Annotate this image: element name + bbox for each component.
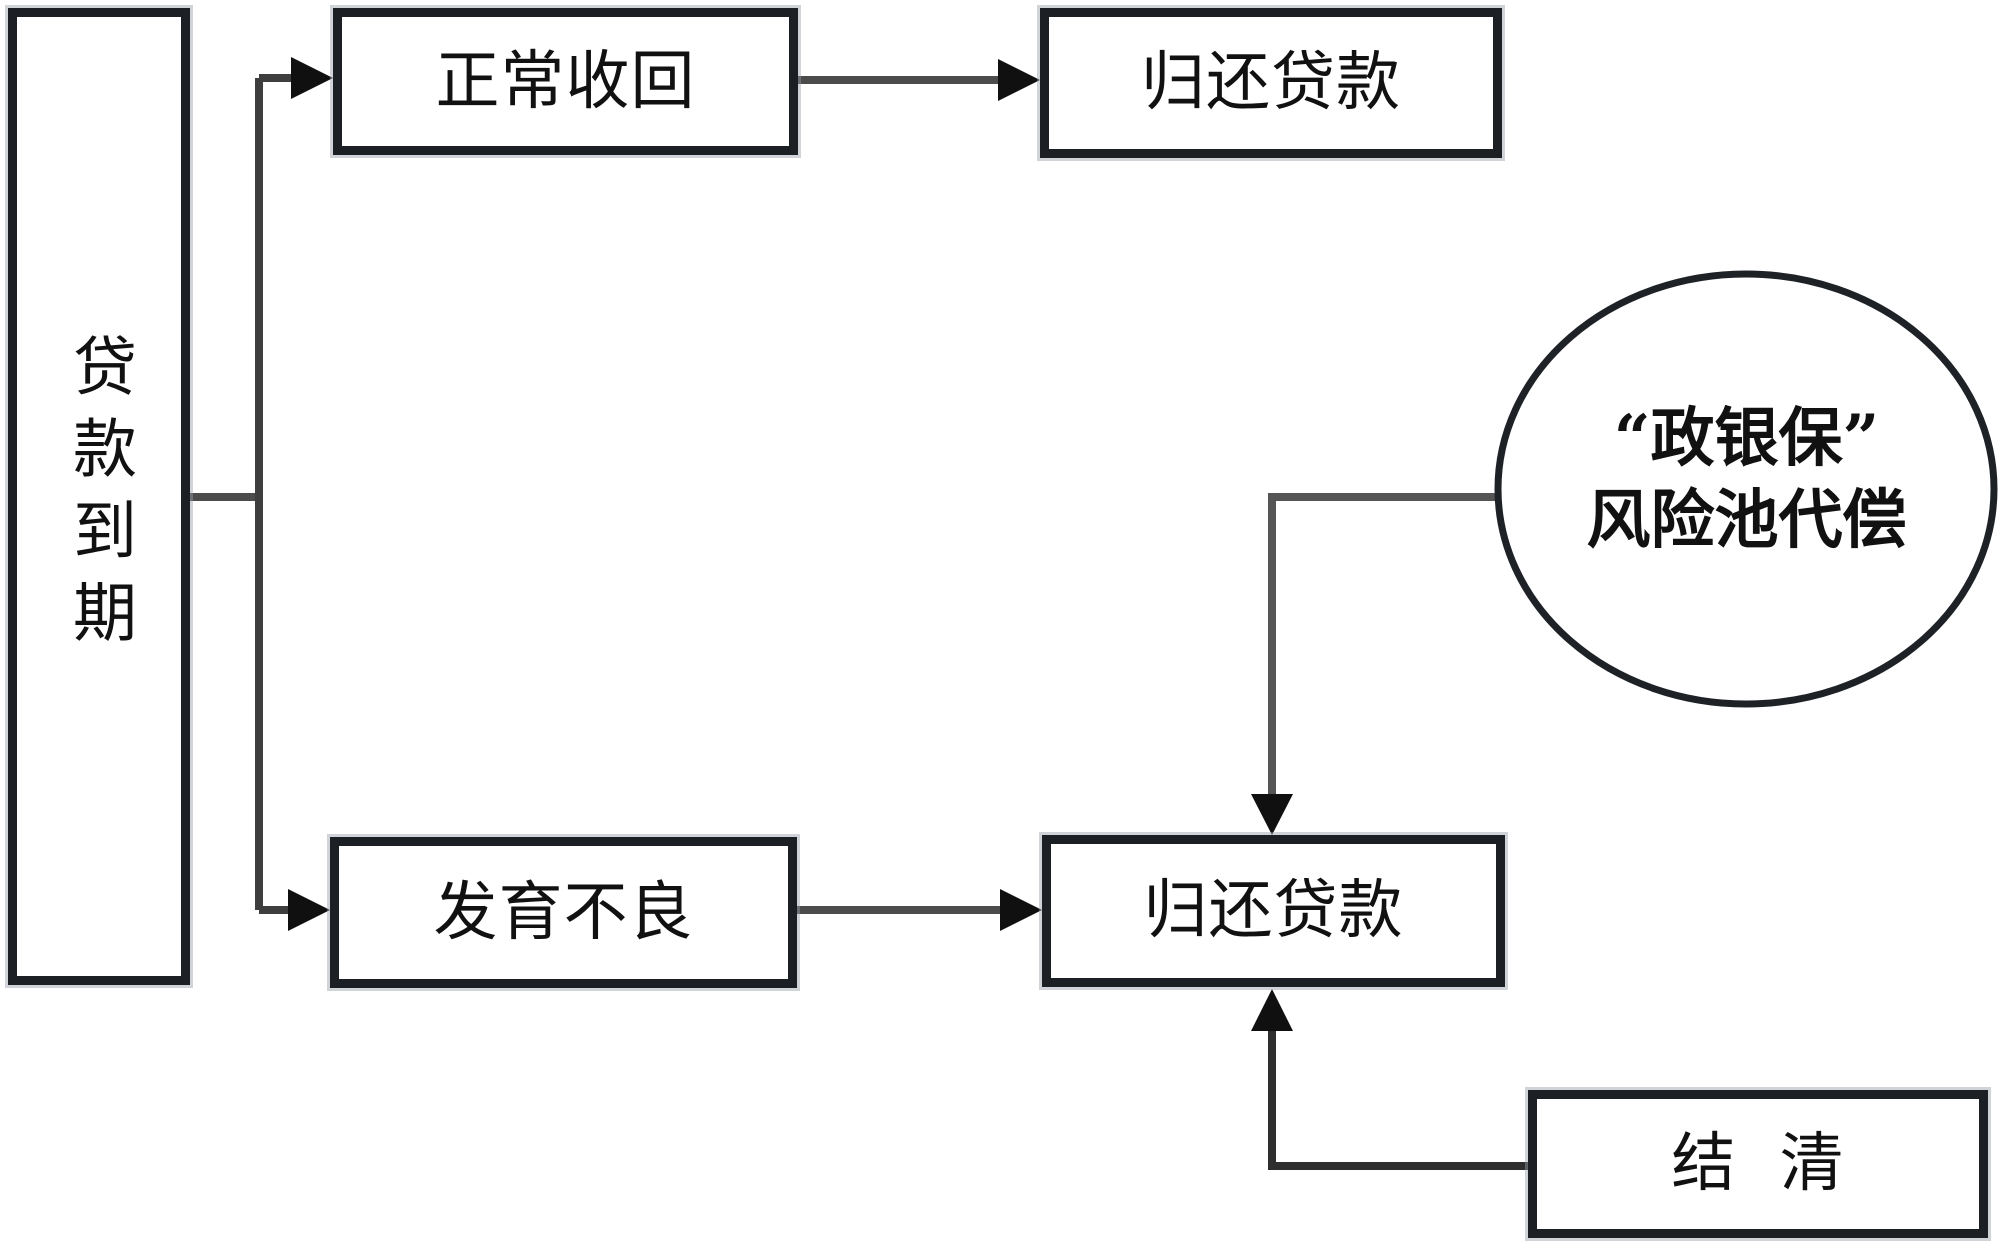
risk-pool-ellipse xyxy=(1494,270,1998,708)
arrowhead-to-repay-loan-bottom-left xyxy=(1000,889,1042,931)
repay-loan-top-box: 归还贷款 xyxy=(1037,5,1505,161)
poor-development-label: 发育不良 xyxy=(433,875,694,950)
arrowhead-risk-pool-to-repay xyxy=(1251,794,1293,835)
loan-due-label: 贷款到期 xyxy=(62,332,136,661)
arrowhead-to-poor-development xyxy=(288,889,330,931)
settled-box: 结 清 xyxy=(1525,1087,1991,1241)
edge-settled-to-repay-line xyxy=(1268,1028,1528,1170)
edge-risk-pool-to-repay-line xyxy=(1268,493,1505,799)
repay-loan-bottom-box: 归还贷款 xyxy=(1039,832,1508,990)
arrowhead-settled-to-repay xyxy=(1251,989,1293,1031)
poor-development-box: 发育不良 xyxy=(327,834,800,991)
loan-due-box: 贷款到期 xyxy=(5,5,193,988)
repay-loan-bottom-label: 归还贷款 xyxy=(1143,874,1404,948)
repay-loan-top-label: 归还贷款 xyxy=(1141,46,1401,120)
normal-recovery-box: 正常收回 xyxy=(330,5,801,158)
settled-label: 结 清 xyxy=(1671,1127,1845,1201)
risk-pool-label-line2: 风险池代偿 xyxy=(1586,482,1907,558)
normal-recovery-label: 正常收回 xyxy=(435,44,696,119)
arrowhead-to-repay-loan-top xyxy=(998,59,1040,101)
risk-pool-label-line1: “政银保” xyxy=(1613,401,1880,476)
risk-pool-label: “政银保” 风险池代偿 xyxy=(1495,398,1998,562)
arrowhead-to-normal-recovery xyxy=(291,57,333,99)
